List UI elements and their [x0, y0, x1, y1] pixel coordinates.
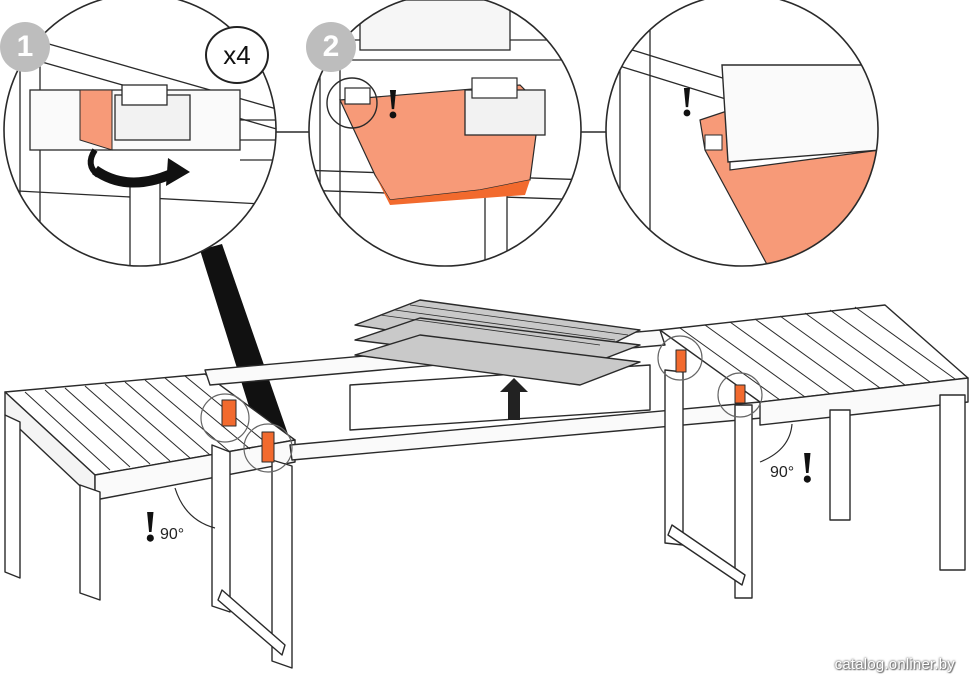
table-drawing	[4, 299, 969, 669]
angle-label-left: 90°	[160, 526, 185, 543]
step-badge-1: 1	[0, 22, 50, 72]
warning-mark-left: !	[143, 502, 158, 551]
zoom-leader-wedge	[200, 244, 290, 448]
step-badge-2: 2	[306, 22, 356, 72]
warning-mark-circle-3: !	[680, 80, 694, 126]
angle-label-right: 90°	[770, 464, 795, 481]
watermark-text: catalog.onliner.by	[834, 656, 955, 673]
quantity-bubble: x4	[205, 26, 269, 84]
detail-circle-3	[606, 0, 878, 266]
warning-mark-circle-2: !	[386, 82, 400, 128]
warning-mark-right: !	[800, 443, 815, 492]
